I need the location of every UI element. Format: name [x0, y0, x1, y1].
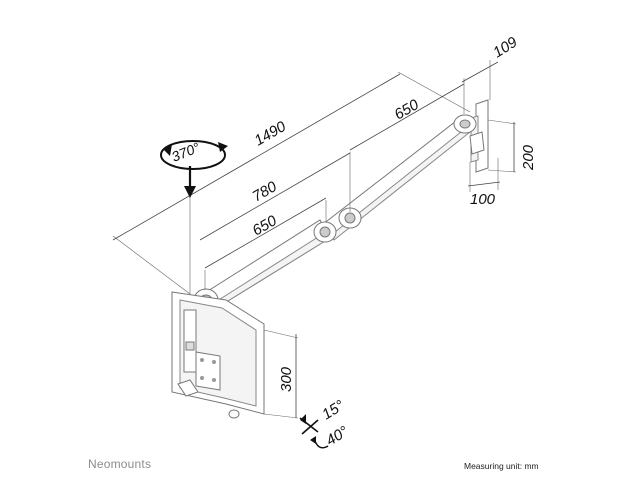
- label-lower-arm: 650: [250, 212, 281, 240]
- middle-joint: [313, 207, 362, 243]
- measuring-unit-note: Measuring unit: mm: [464, 461, 539, 471]
- dim-1490: [112, 71, 471, 295]
- label-plate-height: 200: [520, 144, 537, 171]
- label-height-adjust: 300: [278, 366, 295, 392]
- label-plate-width: 100: [470, 191, 496, 208]
- brand-logo-text: Neomounts: [88, 457, 152, 471]
- rotation-370-symbol: [160, 140, 228, 198]
- label-tilt-down: 40°: [323, 423, 351, 449]
- label-depth: 109: [490, 33, 521, 61]
- dim-100: [467, 158, 501, 192]
- label-upper-arm: 650: [392, 96, 423, 124]
- dim-109: [461, 60, 499, 100]
- dim-650-upper: [349, 78, 465, 151]
- vesa-head: [171, 291, 265, 419]
- dim-780: [199, 152, 351, 241]
- wall-plate: [469, 99, 489, 173]
- tilt-symbol: [299, 414, 329, 449]
- label-reach-780: 780: [250, 178, 281, 206]
- dim-300: [263, 329, 299, 419]
- label-total-reach: 1490: [252, 118, 290, 150]
- dim-200: [487, 119, 517, 173]
- wall-joint: [453, 114, 477, 134]
- dim-650-lower: [204, 197, 327, 290]
- label-tilt-up: 15°: [319, 397, 347, 423]
